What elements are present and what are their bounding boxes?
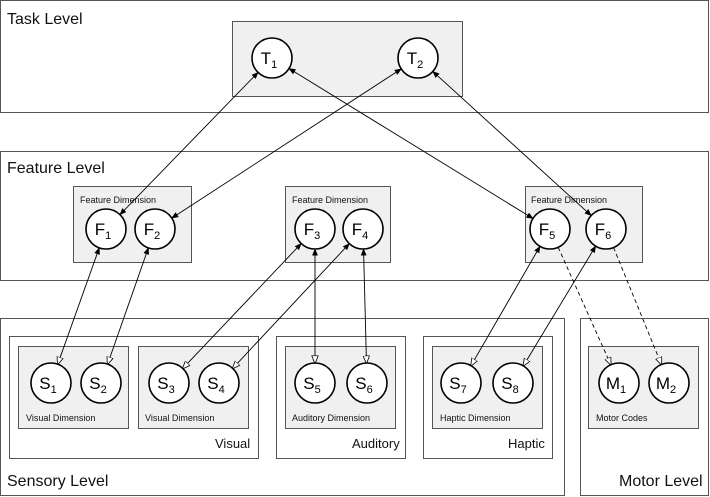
node-circle-s6	[346, 362, 388, 404]
node-label-f2: F2	[144, 220, 161, 242]
node-t1: T1	[251, 37, 293, 79]
node-s2: S2	[80, 362, 122, 404]
node-circle-s8	[492, 362, 534, 404]
feature-level-title: Feature Level	[7, 160, 105, 177]
node-label-s3: S3	[157, 374, 174, 396]
node-circle-f3	[294, 208, 336, 250]
node-s3: S3	[148, 362, 190, 404]
node-circle-f4	[342, 208, 384, 250]
node-circle-s5	[294, 362, 336, 404]
edge-t2-f6	[432, 70, 592, 217]
node-circle-s4	[198, 362, 240, 404]
haptic-dimension-label: Haptic Dimension	[440, 413, 511, 423]
sensory-level-title: Sensory Level	[7, 473, 108, 490]
node-f5: F5	[529, 208, 571, 250]
node-label-f6: F6	[595, 220, 612, 242]
node-circle-f6	[585, 208, 627, 250]
motor-level-title: Motor Level	[619, 473, 703, 490]
node-circle-s1	[30, 362, 72, 404]
node-circle-m1	[598, 362, 640, 404]
edge-f5-m1	[557, 247, 611, 364]
node-label-s1: S1	[39, 374, 56, 396]
node-s1: S1	[30, 362, 72, 404]
node-label-f5: F5	[539, 220, 556, 242]
node-f6: F6	[585, 208, 627, 250]
edge-f4-s6	[364, 249, 367, 363]
edge-f6-m2	[613, 247, 662, 365]
node-label-f4: F4	[352, 220, 369, 242]
haptic-modality-label: Haptic	[508, 436, 545, 451]
node-label-s5: S5	[303, 374, 320, 396]
node-s7: S7	[440, 362, 482, 404]
auditory-modality-label: Auditory	[352, 436, 400, 451]
node-label-m1: M1	[606, 374, 626, 396]
visual-modality-label: Visual	[215, 436, 250, 451]
feature-dimension-label-2: Feature Dimension	[292, 195, 368, 205]
visual-dimension-label-1: Visual Dimension	[26, 413, 95, 423]
node-label-m2: M2	[656, 374, 676, 396]
node-circle-s2	[80, 362, 122, 404]
node-f3: F3	[294, 208, 336, 250]
node-label-t1: T1	[261, 49, 278, 71]
connector-layer	[58, 68, 662, 368]
node-circle-m2	[648, 362, 690, 404]
feature-dimension-label-3: Feature Dimension	[531, 195, 607, 205]
node-label-f1: F1	[95, 220, 112, 242]
node-label-s4: S4	[207, 374, 224, 396]
node-circle-t1	[251, 37, 293, 79]
node-circle-f2	[134, 208, 176, 250]
task-level-title: Task Level	[7, 11, 83, 28]
node-f2: F2	[134, 208, 176, 250]
feature-dimension-label-1: Feature Dimension	[80, 195, 156, 205]
node-m1: M1	[598, 362, 640, 404]
visual-dimension-label-2: Visual Dimension	[145, 413, 214, 423]
node-label-s6: S6	[355, 374, 372, 396]
motor-codes-label: Motor Codes	[596, 413, 648, 423]
edge-f1-s1	[58, 248, 100, 364]
edge-f2-s2	[108, 248, 149, 364]
node-circle-f5	[529, 208, 571, 250]
node-s8: S8	[492, 362, 534, 404]
edge-f4-s4	[233, 244, 350, 369]
node-t2: T2	[397, 37, 439, 79]
edge-f6-s8	[523, 246, 597, 366]
node-label-s7: S7	[449, 374, 466, 396]
node-label-f3: F3	[304, 220, 321, 242]
node-f1: F1	[85, 208, 127, 250]
node-circle-t2	[397, 37, 439, 79]
node-m2: M2	[648, 362, 690, 404]
node-label-s8: S8	[501, 374, 518, 396]
node-s6: S6	[346, 362, 388, 404]
node-circle-s3	[148, 362, 190, 404]
node-s5: S5	[294, 362, 336, 404]
node-circle-f1	[85, 208, 127, 250]
node-label-t2: T2	[407, 49, 424, 71]
node-s4: S4	[198, 362, 240, 404]
node-f4: F4	[342, 208, 384, 250]
node-label-s2: S2	[89, 374, 106, 396]
node-circle-s7	[440, 362, 482, 404]
auditory-dimension-label: Auditory Dimension	[292, 413, 370, 423]
